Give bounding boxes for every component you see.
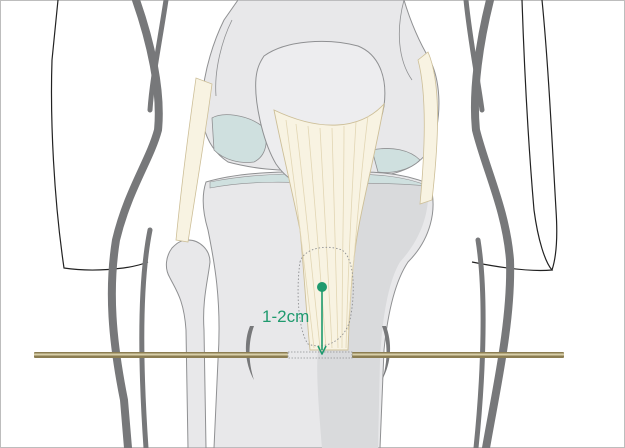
distance-label: 1-2cm: [262, 307, 309, 326]
